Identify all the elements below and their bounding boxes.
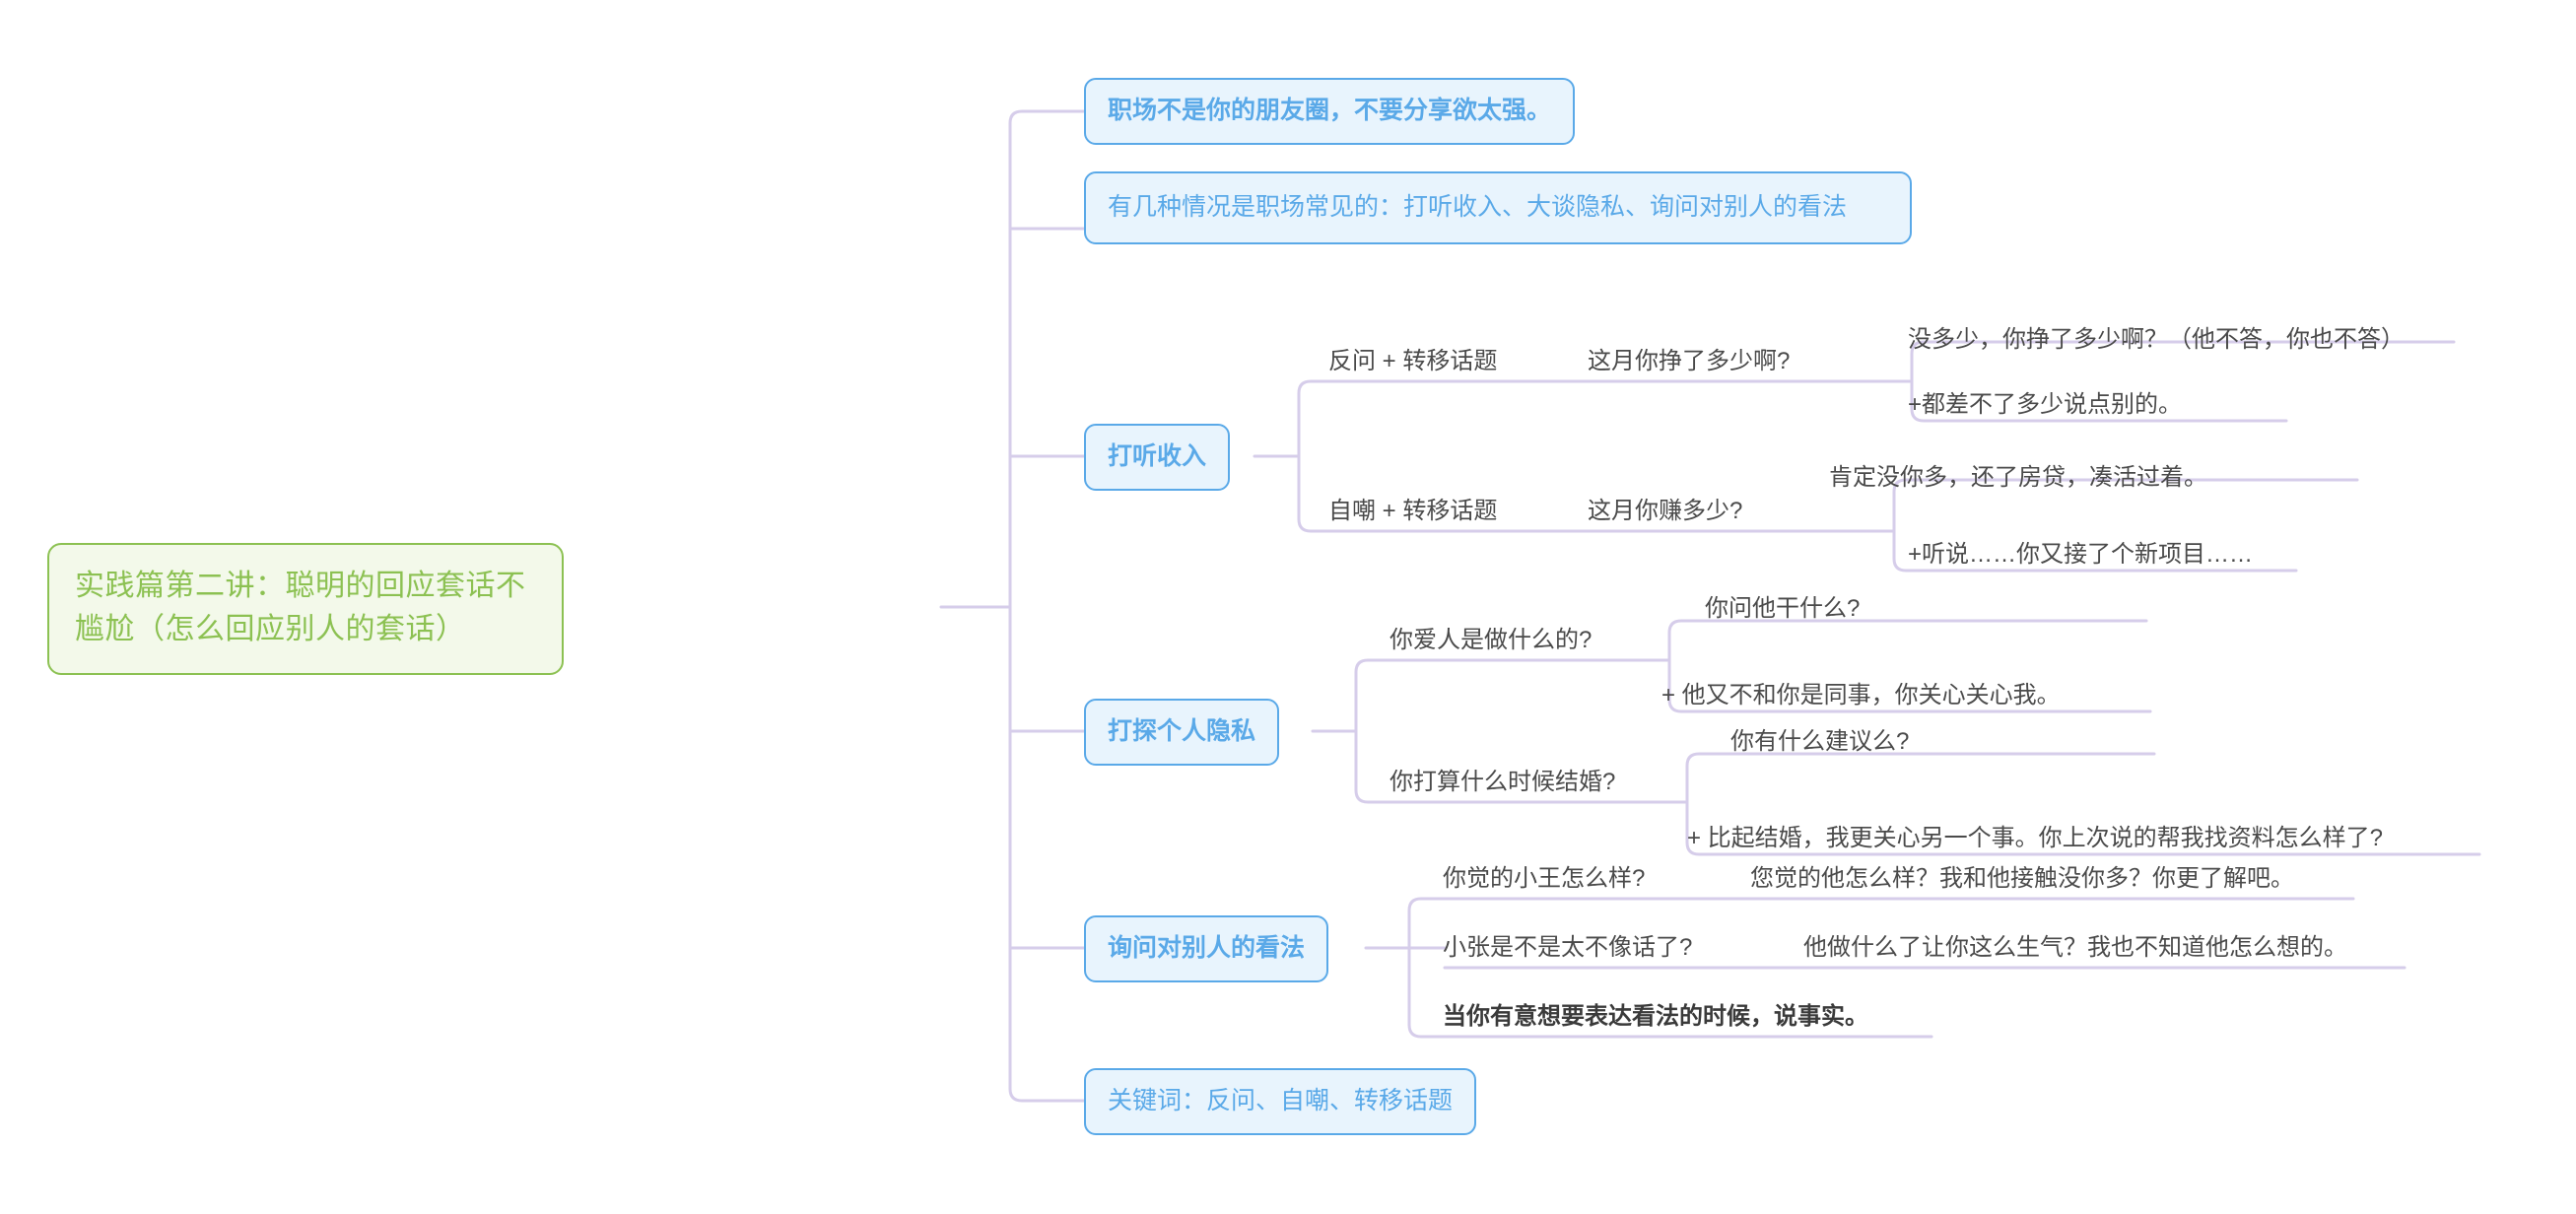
branch-node-keywords[interactable]: 关键词：反问、自嘲、转移话题 (1084, 1068, 1477, 1135)
branch-label: 有几种情况是职场常见的：打听收入、大谈隐私、询问对别人的看法 (1108, 193, 1848, 221)
leaf-income-a1[interactable]: 没多少，你挣了多少啊？（他不答，你也不答） (1908, 326, 2405, 353)
branch-label: 职场不是你的朋友圈，不要分享欲太强。 (1108, 97, 1552, 124)
root-node-label: 实践篇第二讲：聪明的回应套话不尴尬（怎么回应别人的套话） (75, 570, 526, 645)
root-node[interactable]: 实践篇第二讲：聪明的回应套话不尴尬（怎么回应别人的套话） (47, 543, 564, 675)
branch-label: 打听收入 (1108, 442, 1207, 470)
leaf-opinion-state-facts[interactable]: 当你有意想要表达看法的时候，说事实。 (1443, 1003, 1868, 1030)
branch-node-pry-privacy[interactable]: 打探个人隐私 (1084, 699, 1280, 766)
leaf-spouse-job[interactable]: 你爱人是做什么的? (1390, 627, 1593, 653)
branch-label: 打探个人隐私 (1108, 717, 1256, 745)
branch-label: 询问对别人的看法 (1108, 934, 1306, 962)
leaf-income-a2[interactable]: +都差不了多少说点别的。 (1908, 391, 2183, 418)
leaf-income-q2[interactable]: 这月你赚多少? (1588, 498, 1743, 524)
leaf-counter-question[interactable]: 反问 + 转移话题 (1328, 348, 1498, 374)
leaf-when-marry[interactable]: 你打算什么时候结婚? (1390, 769, 1616, 795)
branch-node-workplace-not-friends[interactable]: 职场不是你的朋友圈，不要分享欲太强。 (1084, 78, 1576, 145)
leaf-opinion-xiaowang-reply[interactable]: 您觉的他怎么样？我和他接触没你多？你更了解吧。 (1750, 865, 2294, 892)
branch-node-common-situations[interactable]: 有几种情况是职场常见的：打听收入、大谈隐私、询问对别人的看法 (1084, 171, 1912, 244)
branch-node-ask-income[interactable]: 打听收入 (1084, 424, 1231, 491)
leaf-income-b2[interactable]: +听说……你又接了个新项目…… (1908, 541, 2254, 568)
branch-label: 关键词：反问、自嘲、转移话题 (1108, 1087, 1454, 1114)
leaf-income-q1[interactable]: 这月你挣了多少啊? (1588, 348, 1791, 374)
leaf-opinion-xiaowang[interactable]: 你觉的小王怎么样? (1443, 865, 1646, 892)
leaf-opinion-xiaozhang-reply[interactable]: 他做什么了让你这么生气？我也不知道他怎么想的。 (1803, 934, 2347, 961)
leaf-income-b1[interactable]: 肯定没你多，还了房贷，凑活过着。 (1829, 464, 2207, 491)
leaf-self-mockery[interactable]: 自嘲 + 转移话题 (1328, 498, 1498, 524)
branch-node-ask-opinion[interactable]: 询问对别人的看法 (1084, 915, 1329, 982)
leaf-privacy-a2[interactable]: + 比起结婚，我更关心另一个事。你上次说的帮我找资料怎么样了? (1687, 825, 2384, 851)
leaf-privacy-a1[interactable]: + 他又不和你是同事，你关心关心我。 (1661, 682, 2061, 708)
leaf-privacy-q1[interactable]: 你问他干什么? (1705, 595, 1861, 622)
leaf-privacy-q2[interactable]: 你有什么建议么? (1730, 728, 1910, 755)
leaf-opinion-xiaozhang[interactable]: 小张是不是太不像话了? (1443, 934, 1693, 961)
